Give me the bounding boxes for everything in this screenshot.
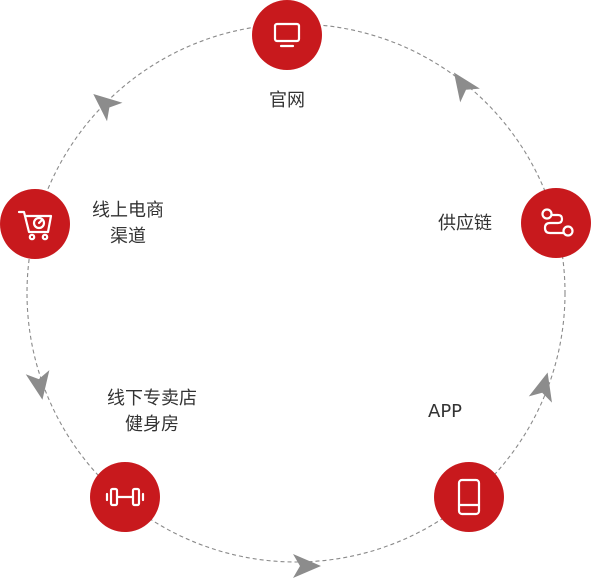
label-app-line-1: APP	[428, 401, 463, 422]
arrow-offline-to-app	[293, 554, 321, 578]
arrow-website-to-online	[93, 94, 123, 122]
node-offline-store	[90, 462, 160, 532]
label-offline-store-line-2: 健身房	[125, 414, 179, 435]
dumbbell-icon	[105, 487, 145, 507]
label-online-ecommerce-line-1: 线上电商	[92, 200, 164, 221]
arrow-online-to-offline	[25, 370, 50, 400]
label-website: 官网	[265, 88, 309, 114]
label-offline-store-line-1: 线下专卖店	[107, 388, 197, 409]
node-app	[434, 462, 504, 532]
route-icon	[541, 208, 574, 237]
node-supply-chain	[521, 188, 591, 258]
node-website-circle	[252, 0, 322, 70]
arrow-app-to-supply	[528, 372, 552, 403]
label-website-line-1: 官网	[269, 90, 305, 111]
label-online-ecommerce-line-2: 渠道	[110, 226, 146, 247]
label-supply-chain: 供应链	[438, 211, 492, 237]
label-offline-store: 线下专卖店 健身房	[95, 386, 209, 438]
label-online-ecommerce: 线上电商 渠道	[80, 198, 176, 250]
smartphone-icon	[457, 478, 481, 516]
label-supply-chain-line-1: 供应链	[438, 213, 492, 234]
node-app-circle	[434, 462, 504, 532]
shopping-cart-icon	[17, 210, 53, 241]
node-website	[252, 0, 322, 70]
flow-arrows	[25, 72, 552, 578]
arrow-supply-to-website	[453, 72, 480, 103]
node-online-ecommerce	[0, 189, 70, 259]
monitor-icon	[273, 22, 301, 48]
label-app: APP	[428, 399, 462, 425]
